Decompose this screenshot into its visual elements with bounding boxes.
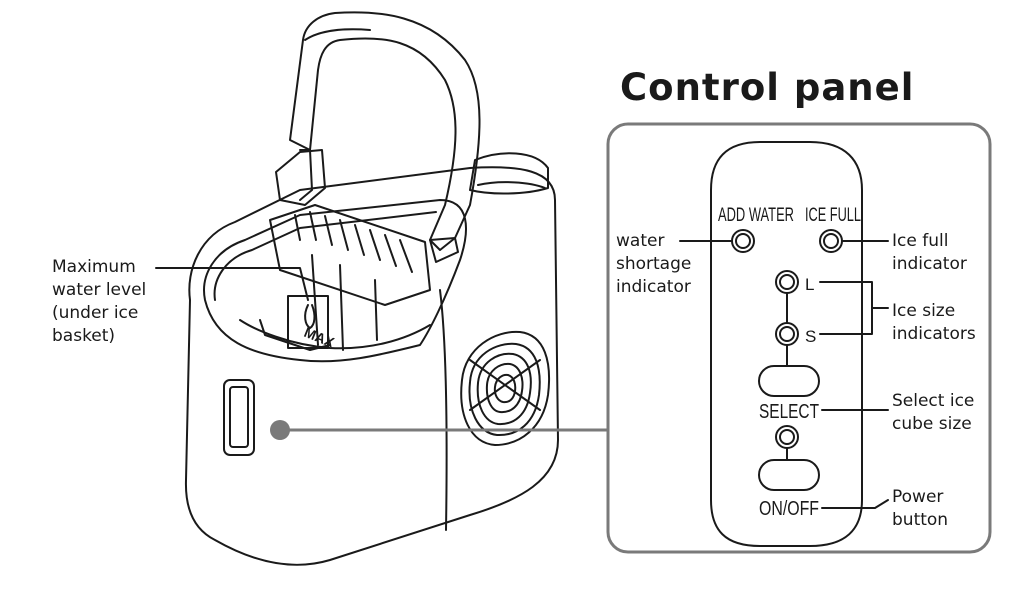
ice-size-callout: Ice size indicators [892,301,976,344]
size-large-label: L [805,275,814,294]
control-panel-face [710,141,863,547]
power-leader [821,499,889,509]
ice-basket [259,204,431,351]
power-button[interactable] [758,459,820,491]
ice-machine-body [184,149,559,566]
select-button[interactable] [758,365,820,397]
water-shortage-callout: water shortage indicator [616,231,692,297]
control-panel-frame [606,122,992,554]
ice-size-bracket [819,281,873,335]
ice-full-panel-label: ICE FULL [805,205,861,226]
max-water-level-callout: Maximum water level (under ice basket) [52,257,147,346]
callout-dot [270,420,290,440]
power-callout: Power button [892,487,949,530]
ice-full-callout: Ice full indicator [892,231,967,274]
fan-vent [460,330,551,446]
size-small-label: S [805,327,816,346]
ice-machine-lid [289,11,481,263]
onoff-label: ON/OFF [759,498,819,520]
max-water-leader [155,267,309,301]
diagram-title: Control panel [620,66,915,109]
select-label: SELECT [759,401,819,423]
add-water-label: ADD WATER [718,205,794,226]
select-callout: Select ice cube size [892,391,975,434]
